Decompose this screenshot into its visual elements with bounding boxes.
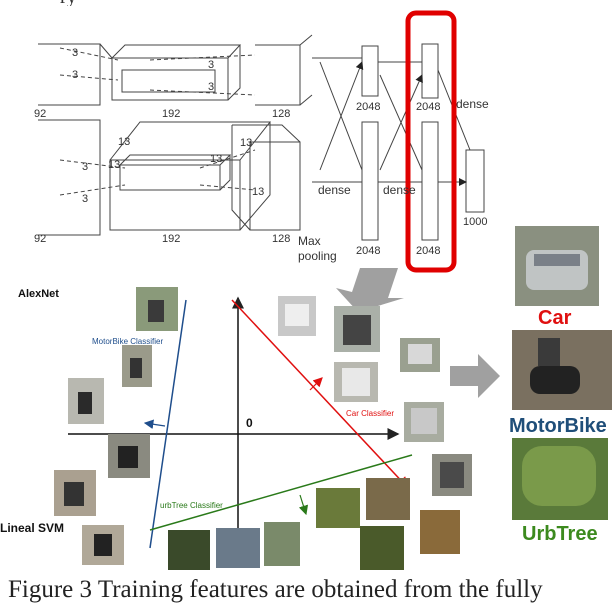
urbtree-classifier-line	[149, 454, 413, 531]
output-layer-1000	[465, 149, 485, 213]
car-thumbnail-car	[411, 408, 437, 434]
gray-arrow-right-icon	[450, 354, 500, 398]
tree-thumbnail	[168, 530, 210, 570]
urbtree-class-label: UrbTree	[522, 523, 598, 545]
dim-label: 13	[118, 136, 130, 148]
dim-label: 92	[34, 233, 46, 245]
layer-block-top-1-edge	[99, 43, 113, 59]
dense-label: dense	[318, 183, 351, 197]
dim-label: 2048	[416, 101, 440, 113]
car-thumbnail-car	[285, 304, 309, 326]
layer-block-top-192-side	[227, 45, 241, 101]
layer-block-bottom-192-inner	[119, 164, 221, 191]
motorbike-thumbnail-figure	[148, 300, 164, 322]
layer-block-bottom-192-top	[109, 121, 272, 161]
car-thumbnail-car	[408, 344, 432, 364]
dim-label: 3	[72, 47, 78, 59]
car-classifier-line	[231, 299, 410, 490]
alexnet-label: AlexNet	[18, 288, 59, 300]
motorbike-thumbnail-figure	[64, 482, 84, 506]
conv-lines-bottom	[59, 149, 256, 196]
dim-label: 13	[210, 153, 222, 165]
dim-label: 3	[208, 81, 214, 93]
dim-label: 3	[82, 193, 88, 205]
dim-label: 192	[162, 108, 180, 120]
dense-layer-top-1	[361, 45, 379, 97]
origin-label: 0	[246, 416, 253, 430]
tree-thumbnail	[366, 478, 410, 520]
layer-block-top-1	[38, 43, 101, 106]
dense-layer-bottom-2	[421, 121, 439, 241]
car-classifier-label: Car Classifier	[346, 409, 394, 418]
motorbike-class-label: MotorBike	[509, 415, 607, 437]
motorbike-classifier-label: MotorBike Classifier	[92, 337, 163, 346]
motorbike-classifier-line	[149, 299, 187, 549]
max-pooling-label: Max	[298, 234, 321, 248]
dim-label: 1000	[463, 216, 487, 228]
motorbike-thumbnail-figure	[130, 358, 142, 378]
layer-block-top-128	[255, 44, 301, 106]
car-thumbnail-car	[440, 462, 464, 488]
svm-feature-space	[54, 287, 472, 570]
dim-label: 3	[82, 161, 88, 173]
tree-thumbnail	[264, 522, 300, 566]
dim-label: 2048	[356, 245, 380, 257]
dense-layer-bottom-1	[361, 121, 379, 241]
motorbike-thumbnail-figure	[78, 392, 92, 414]
motorbike-thumbnail-figure	[94, 534, 112, 556]
dense-label: dense	[456, 97, 489, 111]
connections-to-dense-1	[312, 58, 362, 183]
tree-thumbnail	[316, 488, 360, 528]
tree-thumbnail	[216, 528, 260, 568]
car-output-image-windshield	[534, 254, 580, 266]
layer-block-bottom-1	[38, 119, 101, 236]
tree-thumbnail	[360, 526, 404, 570]
car-thumbnail-car	[342, 368, 370, 396]
motorbike-classifier-arrow	[143, 419, 166, 429]
urbtree-output-image-foliage	[522, 446, 596, 506]
car-thumbnail-car	[343, 315, 371, 345]
dim-label: 2048	[416, 245, 440, 257]
car-class-label: Car	[538, 307, 572, 329]
layer-block-top-128-edge	[299, 34, 313, 106]
dim-label: 13	[240, 137, 252, 149]
dim-label: 192	[162, 233, 180, 245]
dense-label: dense	[383, 183, 416, 197]
dim-label: 128	[272, 108, 290, 120]
figure-caption: Figure 3 Training features are obtained …	[8, 576, 543, 603]
layer-block-top-192-top	[111, 44, 242, 59]
layer-block-bottom-128-depth	[231, 124, 301, 231]
lineal-svm-label: Lineal SVM	[0, 521, 64, 535]
max-pooling-label: pooling	[298, 249, 337, 263]
connections-to-dense-2	[378, 61, 422, 183]
motorbike-thumbnail-figure	[118, 446, 138, 468]
layer-block-bottom-128	[249, 141, 301, 231]
motorbike-output-image-bike	[530, 366, 580, 394]
urbtree-classifier-arrow	[298, 494, 309, 516]
dim-label: 2048	[356, 101, 380, 113]
dense-layer-top-2	[421, 43, 439, 99]
output-classes: Car MotorBike UrbTree	[509, 226, 612, 545]
dim-label: 13	[252, 186, 264, 198]
cut-off-text-fragment: ry	[60, 0, 360, 6]
gray-arrow-down-icon	[336, 268, 404, 312]
dim-label: 128	[272, 233, 290, 245]
dim-label: 92	[34, 108, 46, 120]
motorbike-output-image-rider	[538, 338, 560, 366]
highlight-box-fc7	[405, 10, 457, 273]
alexnet-architecture-diagram	[38, 34, 485, 241]
car-classifier-arrow	[309, 377, 323, 391]
dim-label: 3	[208, 59, 214, 71]
conv-lines-top	[59, 47, 256, 96]
layer-block-top-192-inner	[121, 69, 216, 93]
tree-thumbnail	[420, 510, 460, 554]
dim-label: 13	[108, 159, 120, 171]
dim-label: 3	[72, 69, 78, 81]
urbtree-classifier-label: urbTree Classifier	[160, 501, 223, 510]
